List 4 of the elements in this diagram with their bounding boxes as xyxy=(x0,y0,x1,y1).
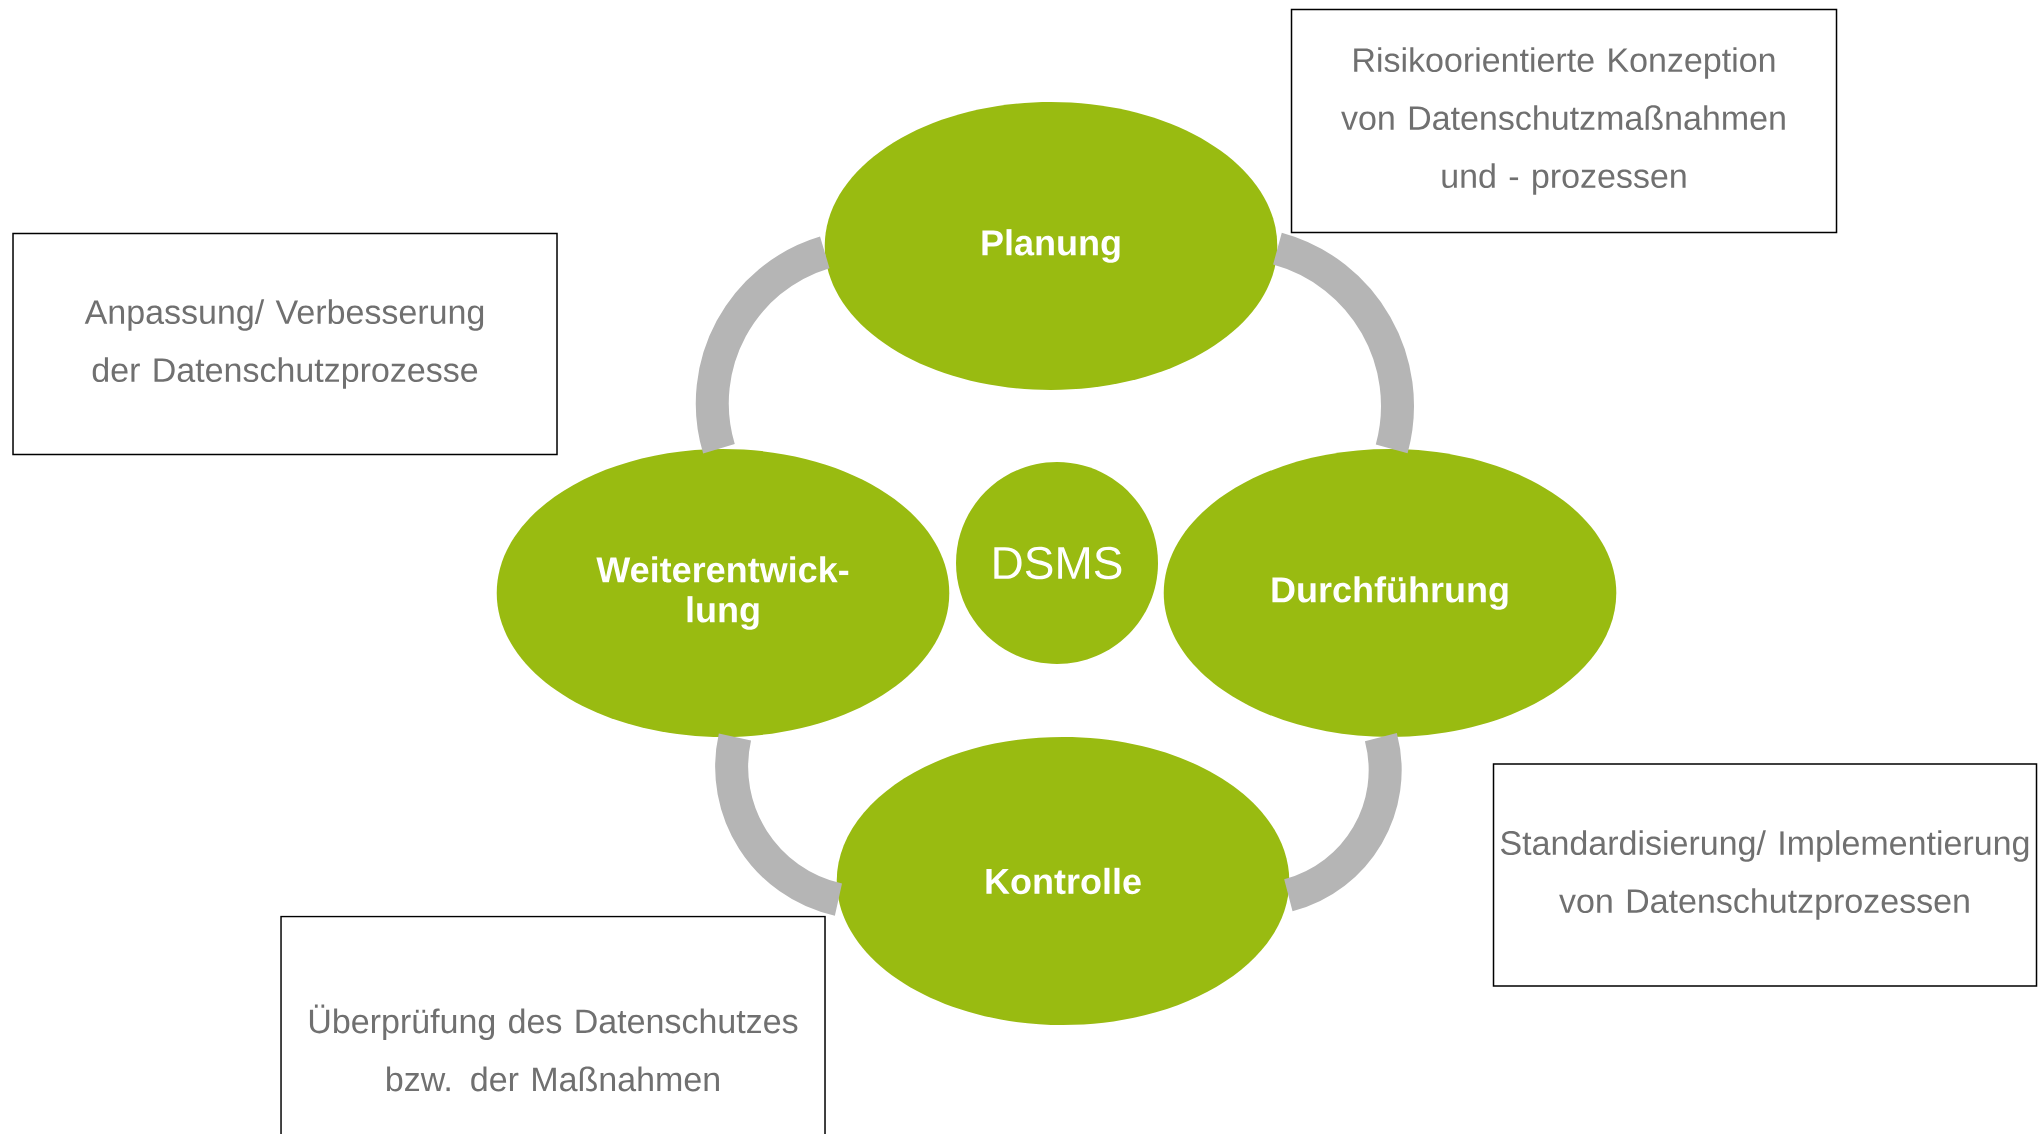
text-box: Überprüfung des Datenschutzes bzw. der Maßnahmen xyxy=(280,915,826,1134)
text-box: Anpassung/ Verbesserung der Datenschutzprozesse xyxy=(12,232,558,456)
text-box: Risikoorientierte Konzeption von Datenschutzmaßnahmen und - prozessen xyxy=(1290,8,1838,234)
text-box: Standardisierung/ Implementierung von Datenschutzprozessen xyxy=(1492,763,2038,987)
